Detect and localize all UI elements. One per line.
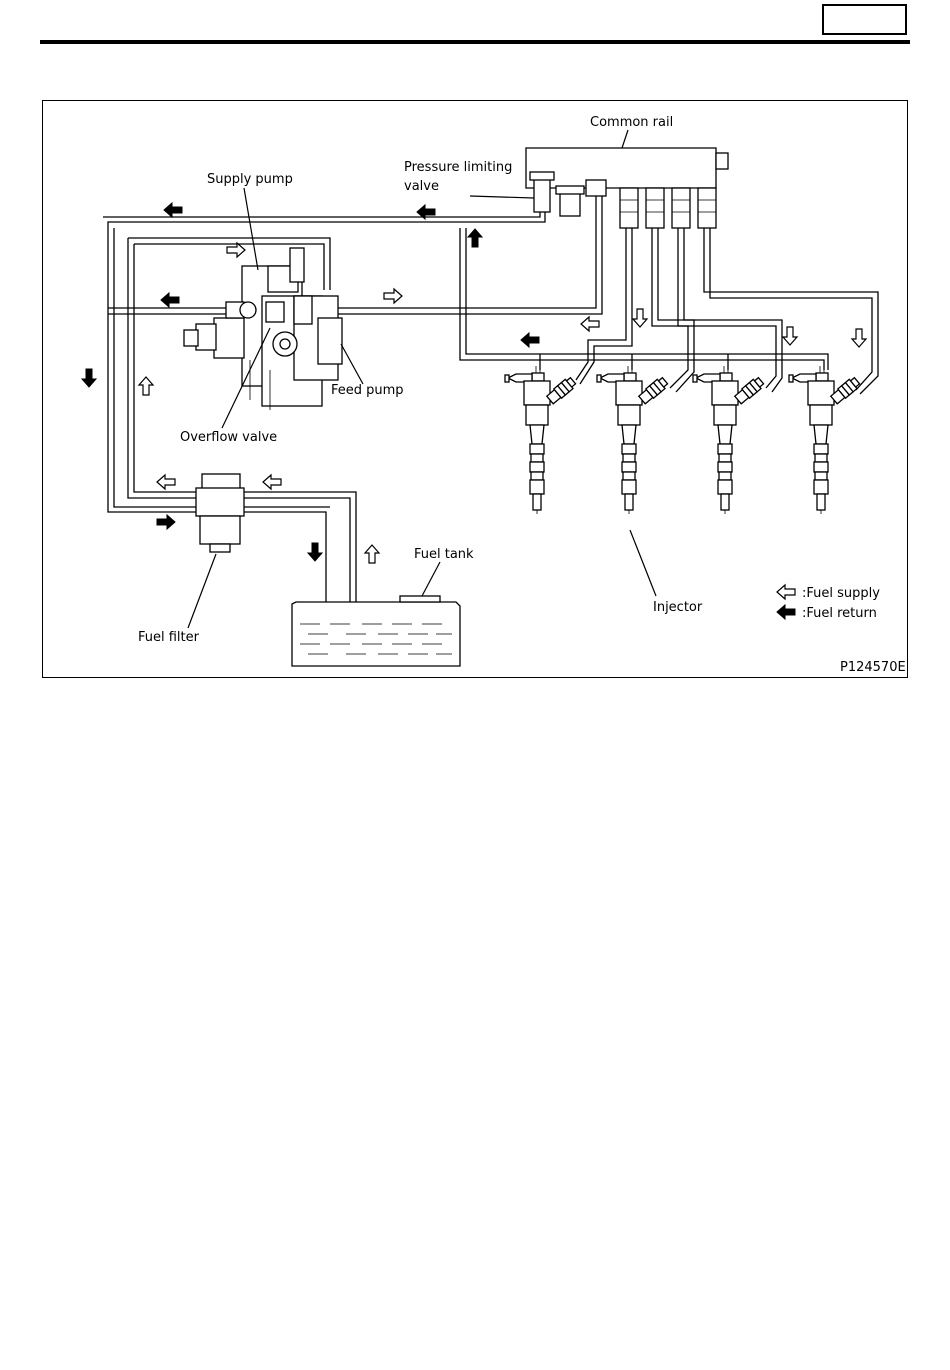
fuel-filter [196, 474, 244, 552]
label-supply-pump: Supply pump [207, 172, 293, 187]
injectors [505, 366, 861, 514]
injector-1 [505, 366, 577, 514]
label-injector: Injector [653, 600, 703, 615]
label-pressure-limiting-valve-1: Pressure limiting [404, 160, 512, 175]
label-fuel-filter: Fuel filter [138, 630, 200, 645]
injector-3 [693, 366, 765, 514]
figure-id: P124570E [840, 660, 906, 675]
injector-4 [789, 366, 861, 514]
label-common-rail: Common rail [590, 115, 673, 130]
label-feed-pump: Feed pump [331, 383, 404, 398]
label-pressure-limiting-valve-2: valve [404, 179, 439, 194]
supply-pump [184, 248, 342, 410]
legend-supply-arrow [777, 585, 795, 599]
label-fuel-tank: Fuel tank [414, 547, 474, 562]
legend-return-arrow [777, 605, 795, 619]
common-rail [526, 148, 728, 228]
fuel-tank [292, 596, 460, 666]
legend-fuel-return: :Fuel return [802, 606, 877, 621]
injector-2 [597, 366, 669, 514]
feed-pump [318, 318, 342, 364]
legend: :Fuel supply :Fuel return [777, 585, 880, 621]
legend-fuel-supply: :Fuel supply [802, 586, 880, 601]
label-overflow-valve: Overflow valve [180, 430, 277, 445]
fuel-supply-pipes [108, 196, 878, 622]
